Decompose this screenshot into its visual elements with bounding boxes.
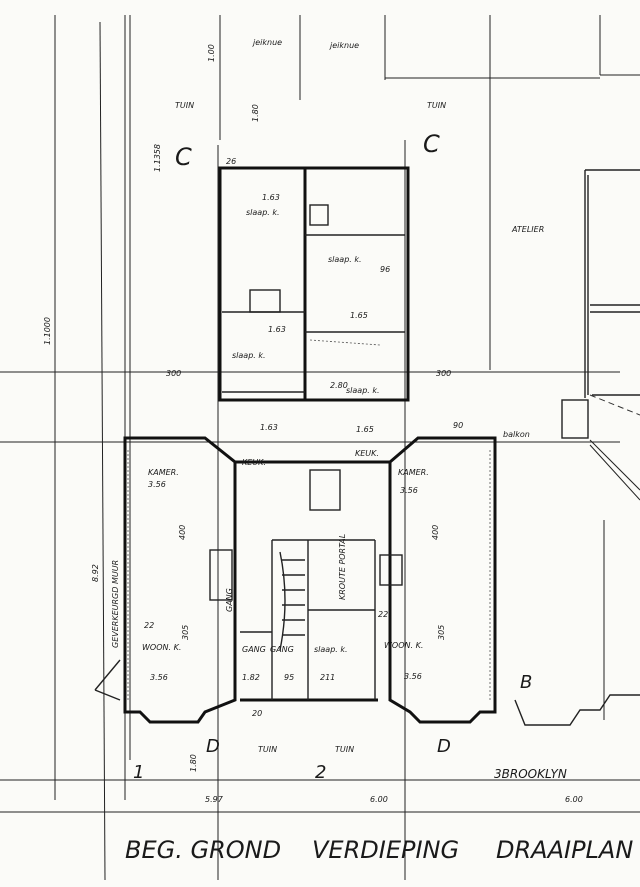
dim-165b: 1.65: [356, 425, 374, 434]
room-woonk-left: WOON. K.: [142, 643, 181, 652]
dim-600b: 6.00: [565, 795, 583, 804]
dim-20: 20: [252, 709, 262, 718]
dim-90: 90: [453, 421, 463, 430]
dim-96: 96: [380, 265, 390, 274]
dim-1000: 1.1000: [43, 317, 52, 345]
garden-bottom-1: TUIN: [258, 745, 277, 754]
dim-356-bottom-right: 3.56: [404, 672, 422, 681]
room-kamer-left: KAMER.: [148, 468, 179, 477]
brooklyn-label: BROOKLYN: [502, 767, 567, 781]
room-keuk-left: KEUK.: [242, 458, 266, 467]
dim-163c: 1.63: [260, 423, 278, 432]
dim-300-left: 300: [166, 369, 181, 378]
dim-211: 211: [320, 673, 335, 682]
title-verdieping: VERDIEPING: [312, 836, 459, 864]
section-d-left: D: [206, 736, 220, 757]
dim-95: 95: [284, 673, 294, 682]
room-vertical-center: KROUTE PORTAL: [338, 534, 347, 600]
room-slaapk-2: slaap. k.: [328, 255, 362, 264]
dim-305-left: 305: [181, 625, 190, 640]
garden-left: TUIN: [175, 101, 194, 110]
dim-182: 1.82: [242, 673, 260, 682]
axis-1: 1: [133, 762, 144, 783]
section-b: B: [520, 672, 532, 693]
room-slaapk-4: slaap. k.: [346, 386, 380, 395]
grid-lines: [0, 15, 640, 881]
axis-2: 2: [315, 762, 326, 783]
room-kamer-right: KAMER.: [398, 468, 429, 477]
dim-22-left: 22: [144, 621, 154, 630]
dim-400-right: 400: [431, 525, 440, 540]
room-slaapk-3: slaap. k.: [232, 351, 266, 360]
dim-22-right: 22: [378, 610, 388, 619]
title-draaiplan: DRAAIPLAN: [496, 836, 633, 864]
atelier-building: [514, 169, 640, 726]
room-gang-mid2: GANG: [270, 645, 294, 654]
dim-180: 1.80: [251, 104, 260, 122]
title-beg-grond: BEG. GROND: [125, 836, 281, 864]
rear-annex: [218, 166, 410, 402]
axis-3: 3: [494, 767, 502, 781]
dim-300-right: 300: [436, 369, 451, 378]
section-c-right: C: [423, 130, 440, 158]
top-label-1: jeiknue: [252, 38, 282, 47]
dim-26: 26: [226, 157, 236, 166]
section-c-left: C: [175, 143, 192, 171]
room-slaapk-5: slaap. k.: [314, 645, 348, 654]
main-house: [94, 436, 497, 724]
dim-100: 1.00: [207, 44, 216, 62]
room-woonk-right: WOON. K.: [384, 641, 423, 650]
dim-400-left: 400: [178, 525, 187, 540]
dim-163a: 1.63: [262, 193, 280, 202]
dim-356-bottom: 3.56: [150, 673, 168, 682]
room-gang-left: GANG: [225, 588, 234, 612]
room-vertical-left: GEVERKEURGD MUUR: [111, 560, 120, 648]
dim-163b: 1.63: [268, 325, 286, 334]
dim-180b: 1.80: [189, 754, 198, 772]
dim-892: 8.92: [91, 564, 100, 582]
balcony-label: balkon: [503, 430, 530, 439]
dim-165a: 1.65: [350, 311, 368, 320]
section-d-right: D: [437, 736, 451, 757]
atelier-label: ATELIER: [511, 225, 544, 234]
dim-305-right: 305: [437, 625, 446, 640]
dim-597: 5.97: [205, 795, 224, 804]
garden-right: TUIN: [427, 101, 446, 110]
garden-bottom-2: TUIN: [335, 745, 354, 754]
dim-356-left: 3.56: [148, 480, 166, 489]
dim-280: 2.80: [330, 381, 348, 390]
room-gang-mid1: GANG: [242, 645, 266, 654]
dim-1358: 1.1358: [153, 144, 162, 172]
dim-356-right: 3.56: [400, 486, 418, 495]
top-label-2: jeiknue: [329, 41, 359, 50]
room-slaapk-1: slaap. k.: [246, 208, 280, 217]
dim-600a: 6.00: [370, 795, 388, 804]
room-keuk-right: KEUK.: [355, 449, 379, 458]
axis-3-brooklyn: 3BROOKLYN: [494, 767, 567, 781]
